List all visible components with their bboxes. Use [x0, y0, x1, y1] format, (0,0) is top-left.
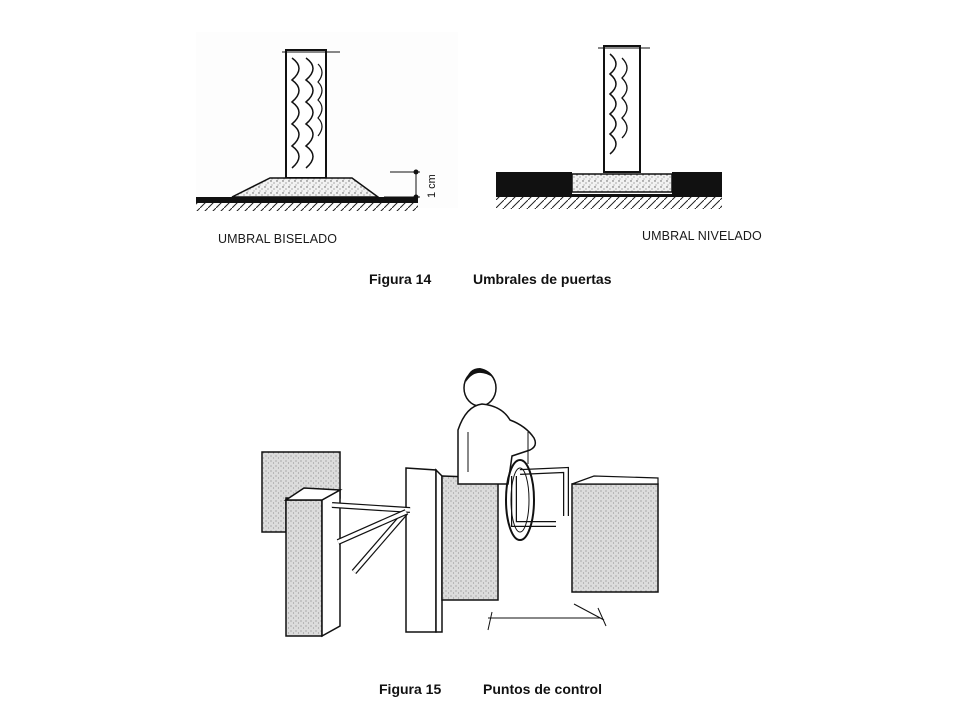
- figure14-number: Figura 14: [369, 271, 432, 287]
- turnstile-drawing: [261, 368, 659, 638]
- figure15-title: Puntos de control: [483, 681, 602, 697]
- label-umbral-nivelado: UMBRAL NIVELADO: [642, 229, 762, 243]
- label-umbral-biselado: UMBRAL BISELADO: [218, 232, 338, 246]
- threshold-beveled-drawing: [196, 32, 458, 211]
- threshold-flush-drawing: [496, 45, 722, 209]
- figure14-title: Umbrales de puertas: [473, 271, 612, 287]
- figure15-number: Figura 15: [379, 681, 442, 697]
- dimension-label: 1 cm: [426, 174, 438, 198]
